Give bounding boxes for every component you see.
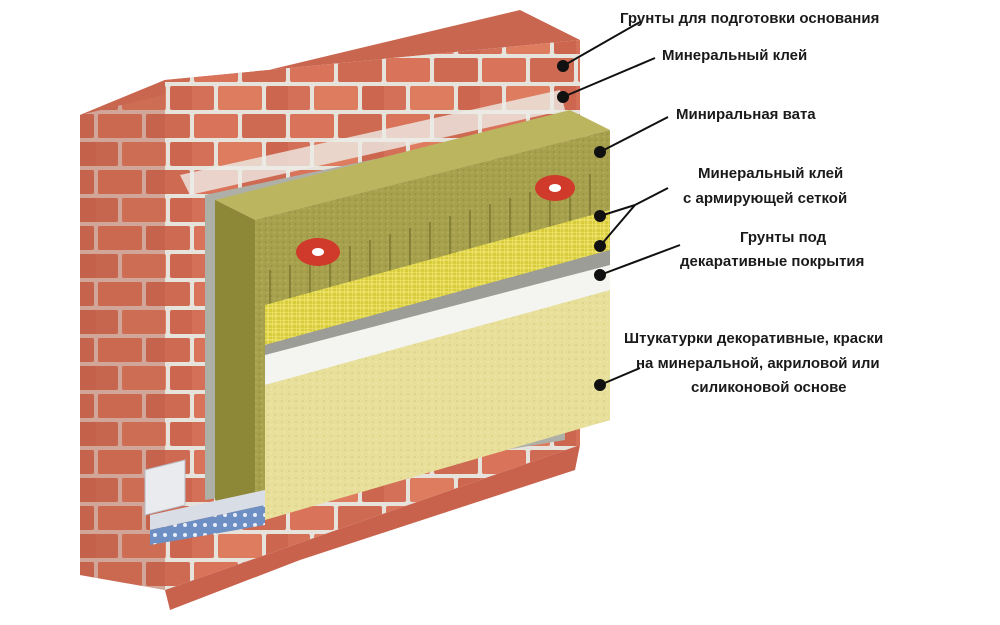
- label-mineral-glue: Минеральный клей: [662, 47, 807, 64]
- brick-wall-top: [80, 10, 580, 115]
- label-mineral-wool: Миниральная вата: [676, 106, 816, 123]
- base-profile: [144, 459, 265, 545]
- brick-wall-side-texture: [80, 80, 165, 590]
- label-primer-decor-line1: Грунты под: [740, 229, 827, 246]
- reinforcing-mesh: [265, 210, 610, 345]
- label-glue-mesh-line1: Минеральный клей: [698, 165, 843, 182]
- wool-side: [215, 200, 255, 520]
- brick-wall-bottom-edge: [165, 445, 580, 610]
- label-plaster-line1: Штукатурки декоративные, краски: [624, 330, 883, 347]
- leader-lines: [557, 21, 681, 391]
- dowel-left: [296, 238, 340, 266]
- label-glue-mesh-line2: с армирующей сеткой: [683, 190, 847, 207]
- primer-base-layer: [180, 90, 565, 195]
- primer-decor-layer: [265, 265, 610, 385]
- label-primer-decor-line2: декаративные покрытия: [680, 253, 864, 270]
- label-plaster-line2: на минеральной, акриловой или: [636, 355, 880, 372]
- wool-top: [215, 110, 610, 220]
- label-primer-base: Грунты для подготовки основания: [620, 10, 879, 27]
- label-plaster-line3: силиконовой основе: [691, 379, 846, 396]
- dowel-right: [535, 175, 575, 201]
- decorative-plaster: [265, 290, 610, 520]
- profile-bracket: [144, 459, 186, 516]
